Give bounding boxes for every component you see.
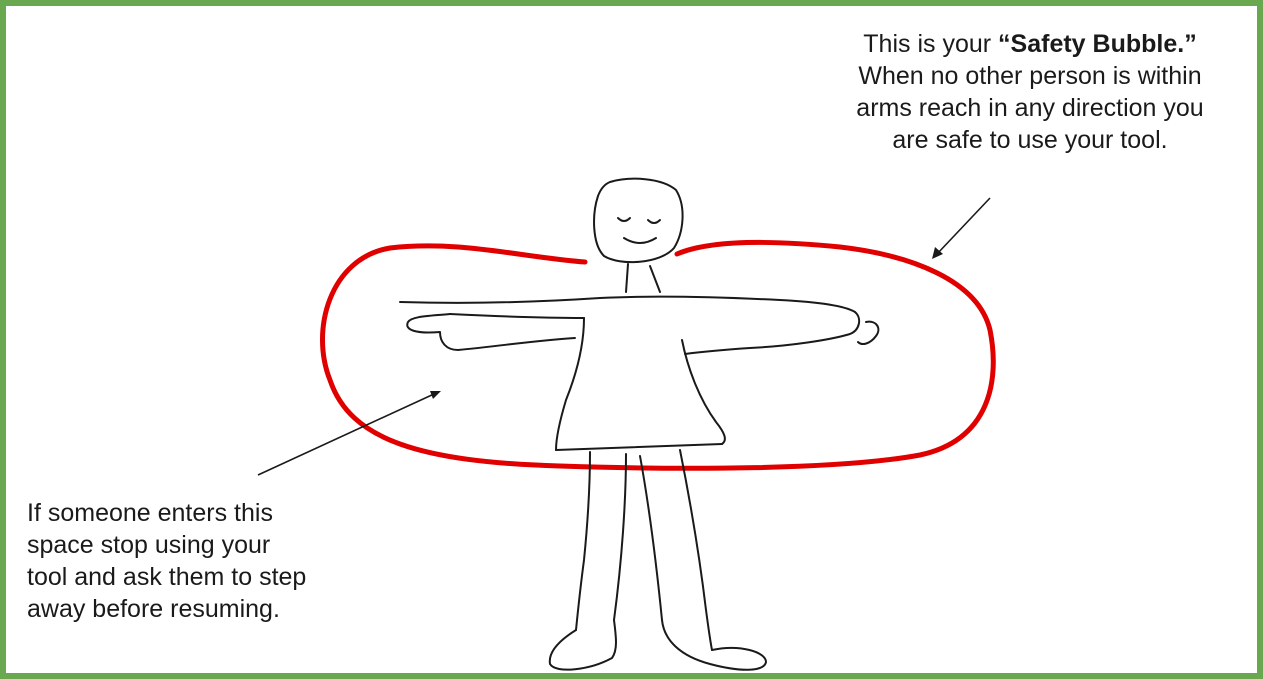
head [594, 179, 683, 262]
right-leg-inner [640, 456, 662, 620]
instruction-line-1: If someone enters this [27, 497, 387, 529]
left-arm-lower [450, 314, 584, 318]
instruction-line-2: space stop using your [27, 529, 387, 561]
note-line-2: When no other person is within [770, 60, 1263, 92]
instruction-line-3: tool and ask them to step [27, 561, 387, 593]
note-line-1-prefix: This is your [863, 30, 998, 58]
left-hand [407, 314, 575, 350]
left-foot [550, 620, 616, 670]
right-eye [648, 220, 660, 223]
arms-top [400, 297, 855, 312]
person-figure [400, 179, 878, 670]
safety-bubble-outline [323, 242, 994, 468]
right-foot [662, 620, 766, 670]
right-hand [685, 312, 859, 354]
smile [624, 238, 656, 243]
left-eye [618, 218, 630, 221]
arrow-to-bubble [932, 198, 990, 259]
left-leg-inner [614, 454, 626, 620]
safety-bubble-note: This is your “Safety Bubble.” When no ot… [770, 28, 1263, 156]
right-leg-outer [680, 450, 712, 650]
safety-bubble-term: “Safety Bubble.” [998, 30, 1197, 58]
note-line-3: arms reach in any direction you [770, 92, 1263, 124]
left-leg-outer [576, 452, 590, 630]
note-line-1: This is your “Safety Bubble.” [770, 28, 1263, 60]
instruction-line-4: away before resuming. [27, 593, 387, 625]
enter-space-note: If someone enters this space stop using … [27, 497, 387, 625]
shirt-hem [556, 444, 722, 450]
neck [626, 264, 660, 292]
torso-right [682, 340, 725, 444]
arrow-into-bubble [258, 391, 441, 475]
right-thumb [858, 322, 878, 344]
note-line-4: are safe to use your tool. [770, 124, 1263, 156]
